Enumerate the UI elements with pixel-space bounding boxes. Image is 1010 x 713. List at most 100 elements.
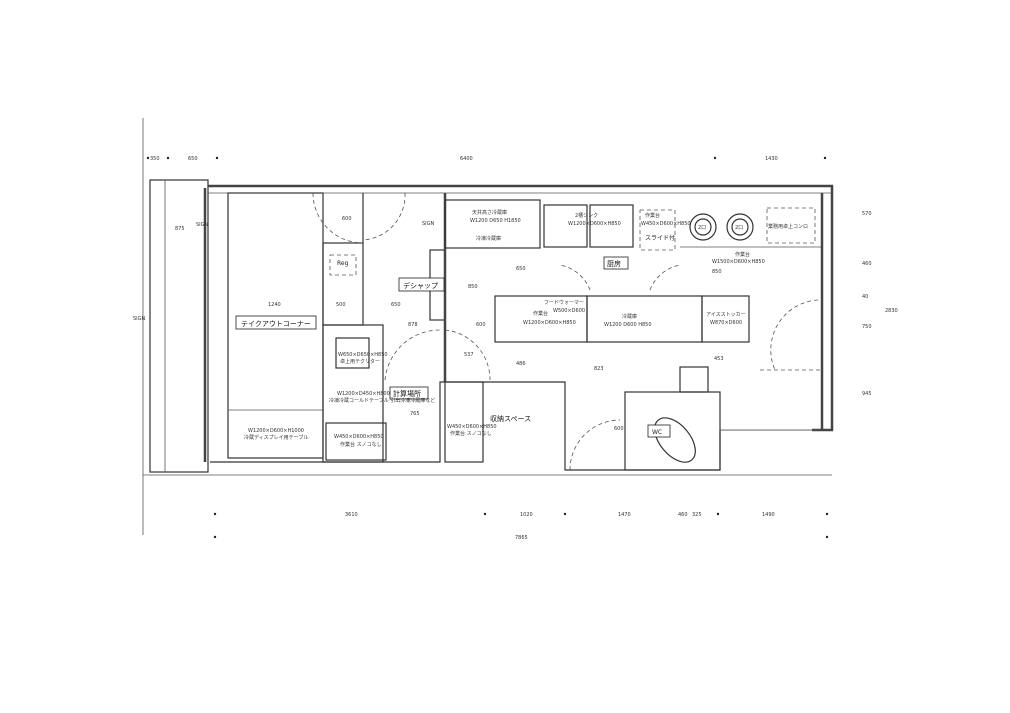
dim-dot: [166, 156, 170, 160]
display-table-size: W1200×D600×H1000: [248, 428, 304, 434]
dim-interior: 453: [714, 356, 724, 362]
door-swing: [384, 329, 441, 381]
stove-label: 業務用卓上コンロ: [768, 223, 808, 230]
register-box: [329, 254, 357, 276]
slide-table-size: W450×D600×H850: [641, 221, 691, 227]
dim-dot: [213, 535, 217, 539]
door-swing: [312, 192, 364, 244]
island-ice-stocker: [701, 295, 750, 343]
dim-interior: 1240: [268, 302, 281, 308]
fridge-note: 冷凍冷蔵庫: [476, 235, 501, 242]
wc-label-box: [647, 424, 671, 438]
dim-interior: 500: [336, 302, 346, 308]
kitchen-label-box: [603, 256, 629, 270]
sink-left: [543, 204, 588, 248]
counter-block: [322, 324, 384, 463]
dim-dot: [825, 535, 829, 539]
wc-label: WC: [652, 429, 662, 436]
storage-mid: [444, 381, 484, 463]
work-table-top-name: 作業台: [735, 251, 750, 258]
dim-interior: 850: [712, 269, 722, 275]
register-counter: [322, 242, 364, 326]
sink-name: 2槽シンク: [575, 212, 598, 219]
sign-label: SIGN: [422, 221, 435, 227]
dim-top: 1430: [765, 156, 778, 162]
dim-top: 650: [188, 156, 198, 162]
dim-right: 460: [862, 261, 872, 267]
storage-left-size: W450×D600×H850: [334, 434, 384, 440]
dim-dot: [716, 512, 720, 516]
dim-bottom: 325: [692, 512, 702, 518]
storage-mid-size: W450×D600×H850: [447, 424, 497, 430]
dim-interior: 878: [408, 322, 418, 328]
slide-table-note: スライド付: [645, 234, 675, 242]
dim-bottom: 1490: [762, 512, 775, 518]
burner-2: [726, 213, 754, 241]
storage-space-label: 収納スペース: [490, 414, 531, 423]
gelato-name: 卓上用テクリター: [340, 358, 380, 365]
dim-interior: 486: [516, 361, 526, 367]
sign-label: SIGN: [133, 316, 146, 322]
dim-dot: [483, 512, 487, 516]
dim-top: 6400: [460, 156, 473, 162]
storage-left: [325, 422, 387, 461]
door-swing: [559, 264, 591, 291]
work-table-top-size: W1500×D600×H850: [712, 259, 765, 265]
dim-interior: 650: [516, 266, 526, 272]
slide-table: [639, 209, 676, 251]
sign-label: SIGN: [196, 222, 209, 228]
gelato-machine: [335, 337, 370, 369]
register-label: Reg: [337, 260, 349, 267]
dim-top: 350: [150, 156, 160, 162]
dim-dot: [825, 512, 829, 516]
hand-basin: [679, 366, 709, 393]
dim-bottom: 1470: [618, 512, 631, 518]
dim-right-total: 2830: [885, 308, 898, 314]
center-fridge-size: W1200 D600 H850: [604, 322, 652, 328]
takeout-label-box: [235, 315, 317, 330]
front-strip: [149, 179, 209, 473]
storage-mid-name: 作業台 スノコなし: [450, 430, 492, 437]
dishwash-label: デシャップ: [403, 281, 438, 290]
wc-room: [624, 391, 721, 471]
takeout-corner-label: テイクアウトコーナー: [241, 320, 311, 328]
dim-bottom: 3610: [345, 512, 358, 518]
fridge-name: 天井高さ冷蔵庫: [472, 209, 507, 216]
dim-right: 570: [862, 211, 872, 217]
stove: [766, 207, 816, 244]
food-warmer-name: フードウォーマー: [544, 299, 584, 306]
dim-dot: [213, 512, 217, 516]
door-swing: [770, 299, 819, 371]
door-swing: [649, 264, 681, 291]
dim-dot: [823, 156, 827, 160]
display-table-name: 冷蔵ディスプレイ用テーブル: [244, 434, 308, 441]
burner-1-inner: [694, 218, 712, 236]
dim-interior: 537: [464, 352, 474, 358]
dim-interior: 823: [594, 366, 604, 372]
gelato-size: W650×D650×H850: [338, 352, 388, 358]
dim-right: 40: [862, 294, 868, 300]
dim-interior: 600: [342, 216, 352, 222]
dim-bottom-total: 7865: [515, 535, 528, 541]
fridge-unit: [444, 199, 541, 249]
island-fridge: [586, 295, 703, 343]
door-swing: [362, 192, 406, 241]
dim-bottom: 1020: [520, 512, 533, 518]
sink-size: W1200×D600×H850: [568, 221, 621, 227]
cold-table-size: W1200×D450×H800: [337, 391, 390, 397]
dim-interior: 600: [614, 426, 624, 432]
dishwash-label-box: [398, 277, 445, 292]
slide-table-name: 作業台: [645, 212, 660, 219]
dim-interior: 650: [391, 302, 401, 308]
dim-dot: [215, 156, 219, 160]
burner-1: [689, 213, 717, 241]
dim-right: 750: [862, 324, 872, 330]
cold-table-name: 冷凍冷蔵コールドテーブル 引出冷凍冷蔵庫など: [329, 397, 435, 404]
dim-dot: [146, 156, 150, 160]
food-warmer-size: W500×D600: [553, 308, 585, 314]
island-work-table-size: W1200×D600×H850: [523, 320, 576, 326]
cashier-label: 計算場所: [393, 389, 421, 398]
dim-bottom: 460: [678, 512, 688, 518]
door-swing: [569, 419, 621, 471]
